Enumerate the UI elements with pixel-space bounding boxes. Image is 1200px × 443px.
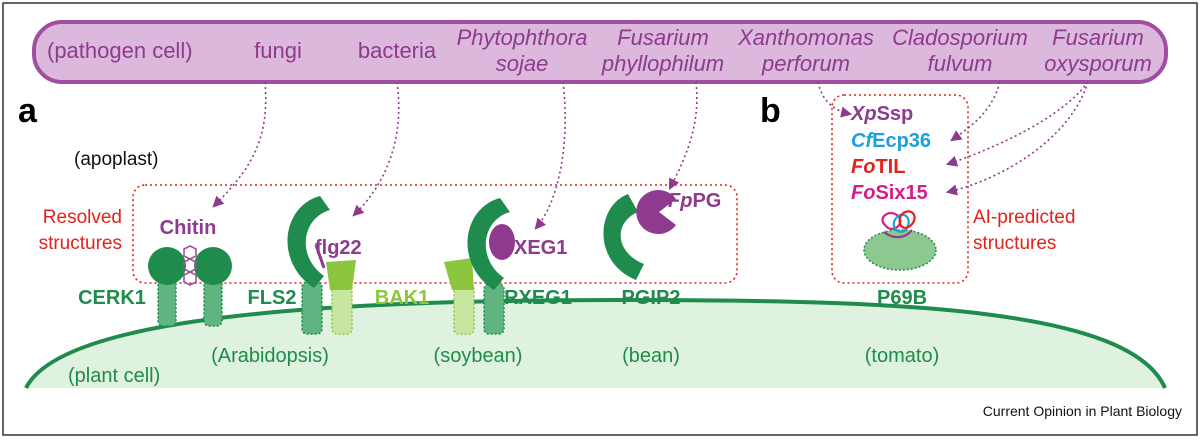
arrow-xanthomonas-xpssp: [817, 81, 853, 118]
bean-label: (bean): [622, 345, 680, 367]
plant-cell-label: (plant cell): [68, 365, 160, 387]
fppg-ligand: [636, 190, 676, 235]
pgip2-label: PGIP2: [622, 287, 681, 309]
resolved-label-1: Resolved: [43, 207, 122, 228]
xanthomonas-label-2: perforum: [761, 51, 850, 76]
journal-credit: Current Opinion in Plant Biology: [983, 403, 1182, 419]
fusarium-oxysporum-label-2: oxysporum: [1044, 51, 1152, 76]
ai-predicted-label-1: AI-predicted: [973, 207, 1075, 228]
effector-prefix: Xp: [850, 103, 877, 125]
arabidopsis-label: (Arabidopsis): [211, 345, 329, 367]
arrow-fusarium-fppg: [668, 81, 698, 190]
effector-label: FoSix15: [851, 182, 928, 204]
pgip2-receptor: [603, 194, 644, 280]
apoplast-label: (apoplast): [74, 149, 159, 170]
fusarium-phyllophilum-label-1: Fusarium: [617, 25, 709, 50]
bak1-coreceptor: [326, 260, 356, 335]
arrow-fusarium-fotil: [945, 81, 1089, 167]
effector-prefix: Fo: [851, 156, 875, 178]
fusarium-oxysporum-label-1: Fusarium: [1052, 25, 1144, 50]
effector-suffix: TIL: [875, 156, 905, 178]
bak1-label: BAK1: [375, 287, 429, 309]
resolved-label-2: structures: [39, 233, 122, 254]
fungi-label: fungi: [254, 38, 302, 63]
resolved-structures-box: [132, 184, 738, 284]
xanthomonas-label-1: Xanthomonas: [737, 25, 874, 50]
arrow-phytophthora-xeg1: [534, 81, 566, 230]
fusarium-phyllophilum-label-2: phyllophilum: [601, 51, 724, 76]
effector-suffix: Six15: [875, 182, 927, 204]
ai-predicted-label-2: structures: [973, 233, 1056, 254]
cerk1-label: CERK1: [78, 287, 146, 309]
arrow-cladosporium-cfecp36: [950, 81, 1001, 142]
effector-label: CfEcp36: [851, 130, 931, 152]
plant-cell-membrane: [24, 297, 1167, 389]
pathogen-cell-label: (pathogen cell): [47, 38, 193, 63]
cladosporium-label-2: fulvum: [928, 51, 993, 76]
soybean-label: (soybean): [434, 345, 523, 367]
fppg-suffix: PG: [692, 190, 721, 212]
fppg-prefix: Fp: [668, 190, 692, 212]
effector-prefix: Cf: [851, 130, 874, 152]
panel-b-label: b: [760, 92, 781, 130]
fls2-label: FLS2: [248, 287, 297, 309]
effector-prefix: Fo: [851, 182, 875, 204]
panel-a-label: a: [18, 92, 38, 130]
bacteria-label: bacteria: [358, 38, 437, 63]
ai-predicted-structures-box: [831, 94, 969, 284]
cladosporium-label-1: Cladosporium: [892, 25, 1028, 50]
p69b-receptor: [863, 229, 937, 271]
figure-frame: [2, 2, 1198, 436]
cerk1-receptor: [148, 247, 232, 327]
rxeg1-receptor: [467, 198, 510, 335]
chitin-ligand: [183, 245, 197, 286]
rxeg1-label: RXEG1: [504, 287, 572, 309]
phytophthora-label-2: sojae: [496, 51, 549, 76]
effector-label: FoTIL: [851, 156, 905, 178]
tomato-label: (tomato): [865, 345, 939, 367]
effector-cluster: [881, 210, 916, 239]
flg22-peptide: [314, 244, 326, 269]
xeg1-ligand: [489, 224, 515, 260]
fppg-label: FpPG: [668, 190, 721, 212]
arrow-bacteria-flg22: [352, 81, 400, 217]
arrow-fusarium-fosix15: [945, 81, 1089, 196]
effector-suffix: Ecp36: [872, 130, 931, 152]
effector-suffix: Ssp: [877, 103, 914, 125]
fls2-receptor: [287, 196, 330, 335]
xeg1-label: XEG1: [514, 237, 567, 259]
flg22-label: flg22: [315, 237, 362, 259]
phytophthora-label-1: Phytophthora: [457, 25, 588, 50]
chitin-label: Chitin: [160, 217, 217, 239]
p69b-label: P69B: [877, 287, 927, 309]
pathogen-cell-banner: [32, 20, 1168, 84]
bak1-coreceptor-soybean: [444, 258, 475, 335]
effector-label: XpSsp: [850, 103, 913, 125]
arrow-fungi-chitin: [212, 81, 267, 208]
